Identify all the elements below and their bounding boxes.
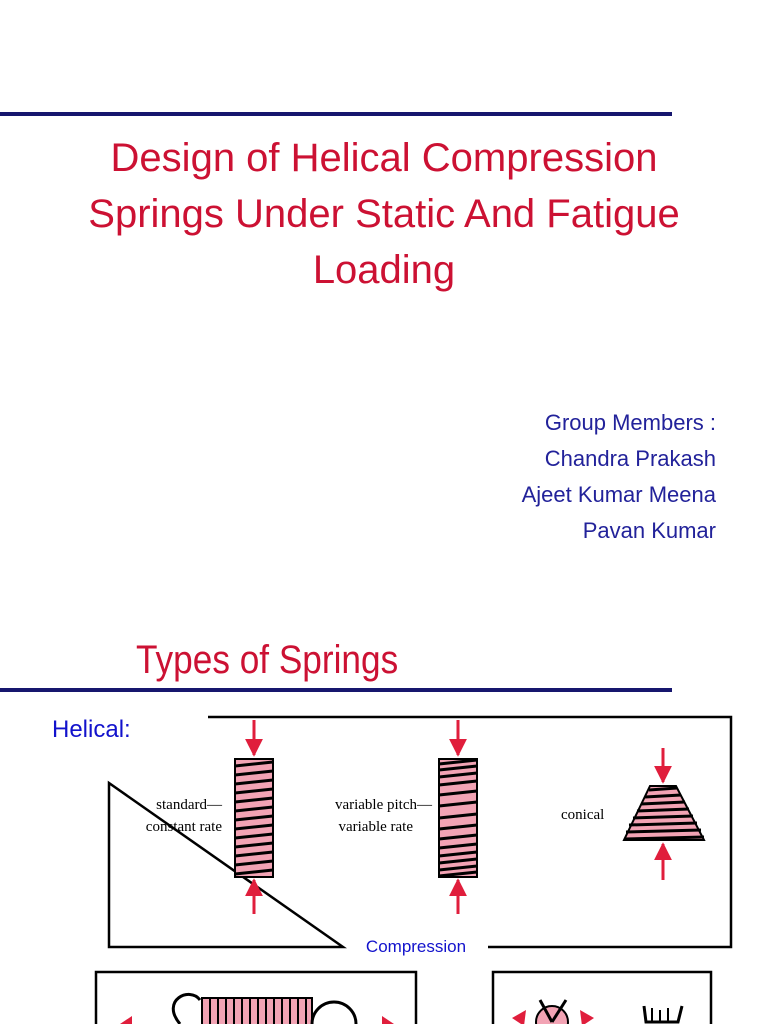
header-rule [0,112,672,116]
extension-panel [94,970,418,1024]
conical-spring [622,748,706,880]
member-2: Ajeet Kumar Meena [521,482,716,507]
spring-types-diagram: standard— constant rate variable pitch— … [94,715,733,1024]
standard-label-1: standard— [156,797,223,813]
slide-title-line-1: Design of Helical Compression [110,136,658,180]
conical-label: conical [561,807,604,823]
variable-label-2: variable rate [338,819,413,835]
compression-label: Compression [366,937,466,956]
slide-title-line-3: Loading [312,248,456,292]
torsion-spring [512,999,684,1024]
slide-title: Design of Helical Compression Springs Un… [0,130,768,298]
compression-panel-border [107,715,733,949]
standard-spring [234,720,274,914]
group-members: Group Members : Chandra Prakash Ajeet Ku… [522,405,716,549]
variable-pitch-spring [438,720,478,914]
extension-spring [120,992,394,1024]
member-1: Chandra Prakash [544,446,716,471]
slide-title-line-2: Springs Under Static And Fatigue [88,192,680,236]
torsion-panel [491,970,713,1024]
members-heading: Group Members : [544,410,716,435]
helical-label: Helical: [52,716,131,743]
member-3: Pavan Kumar [582,518,716,543]
slide2-header-rule [0,688,672,692]
conical-coil [622,785,706,841]
variable-label-1: variable pitch— [335,797,433,813]
standard-label-2: constant rate [146,819,223,835]
types-of-springs-title: Types of Springs [136,638,399,682]
